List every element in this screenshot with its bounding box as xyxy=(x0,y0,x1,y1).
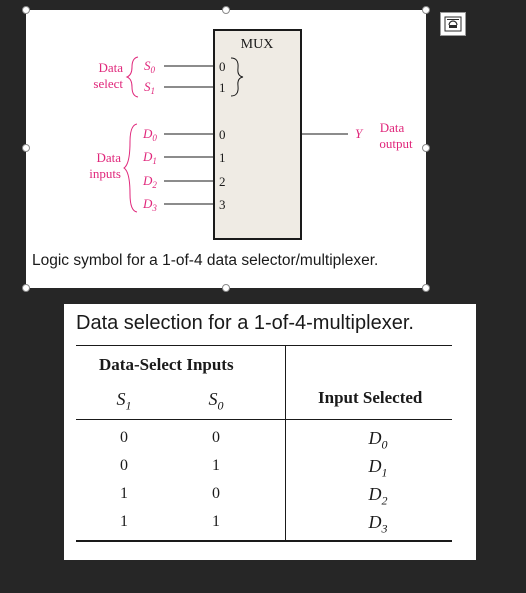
table-cell: 1 xyxy=(120,513,128,530)
table-cell: D1 xyxy=(368,456,388,480)
select-label-brace xyxy=(125,56,139,98)
table-cell: 1 xyxy=(212,513,220,530)
table-cell: 0 xyxy=(212,485,220,502)
mux-box xyxy=(213,29,302,240)
figure-card[interactable]: MUX 0 1 0 1 2 3 S0 S1 Data select D0 D1 … xyxy=(26,10,426,288)
input-pin-1: 1 xyxy=(219,150,226,165)
resize-handle-bl[interactable] xyxy=(22,284,30,292)
resize-handle-br[interactable] xyxy=(422,284,430,292)
signal-d0: D0 xyxy=(142,126,157,143)
table-cell: D2 xyxy=(368,484,388,508)
image-alt-text-icon xyxy=(444,16,462,32)
signal-y: Y xyxy=(355,126,364,141)
table-cell: D3 xyxy=(368,512,388,536)
input-pin-3: 3 xyxy=(219,197,226,212)
signal-d1: D1 xyxy=(142,149,157,166)
data-inputs-label-2: inputs xyxy=(89,166,121,181)
resize-handle-bc[interactable] xyxy=(222,284,230,292)
resize-handle-tr[interactable] xyxy=(422,6,430,14)
table-cell: 0 xyxy=(120,457,128,474)
signal-d3: D3 xyxy=(142,196,157,213)
group-header: Data-Select Inputs xyxy=(99,355,234,374)
table-cell: 1 xyxy=(120,485,128,502)
data-select-label-2: select xyxy=(93,76,123,91)
mux-diagram: MUX 0 1 0 1 2 3 S0 S1 Data select D0 D1 … xyxy=(89,29,413,240)
mux-label: MUX xyxy=(241,37,274,52)
inputs-label-brace xyxy=(123,123,138,213)
data-output-label-1: Data xyxy=(380,120,405,135)
table-caption: Data selection for a 1-of-4-multiplexer. xyxy=(76,312,414,334)
table-cell: 1 xyxy=(212,457,220,474)
select-brace xyxy=(230,57,244,97)
data-inputs-label-1: Data xyxy=(96,150,121,165)
data-select-label-1: Data xyxy=(98,60,123,75)
signal-s1: S1 xyxy=(144,79,155,96)
data-output-label-2: output xyxy=(379,136,413,151)
resize-handle-tc[interactable] xyxy=(222,6,230,14)
table-card: Data selection for a 1-of-4-multiplexer.… xyxy=(64,304,476,560)
col-header-input-selected: Input Selected xyxy=(318,388,423,407)
select-pin-0: 0 xyxy=(219,59,226,74)
select-pin-1: 1 xyxy=(219,80,226,95)
resize-handle-ml[interactable] xyxy=(22,144,30,152)
col-header-s1: S1 xyxy=(116,389,132,413)
signal-d2: D2 xyxy=(142,173,157,190)
table-cell: D0 xyxy=(368,428,388,452)
input-pin-2: 2 xyxy=(219,174,226,189)
table-cell: 0 xyxy=(212,429,220,446)
col-header-s0: S0 xyxy=(208,389,224,413)
figure-caption: Logic symbol for a 1-of-4 data selector/… xyxy=(32,252,379,269)
table-cell: 0 xyxy=(120,429,128,446)
signal-s0: S0 xyxy=(144,58,156,75)
input-pin-0: 0 xyxy=(219,127,226,142)
resize-handle-mr[interactable] xyxy=(422,144,430,152)
resize-handle-tl[interactable] xyxy=(22,6,30,14)
image-alt-text-button[interactable] xyxy=(440,12,466,36)
